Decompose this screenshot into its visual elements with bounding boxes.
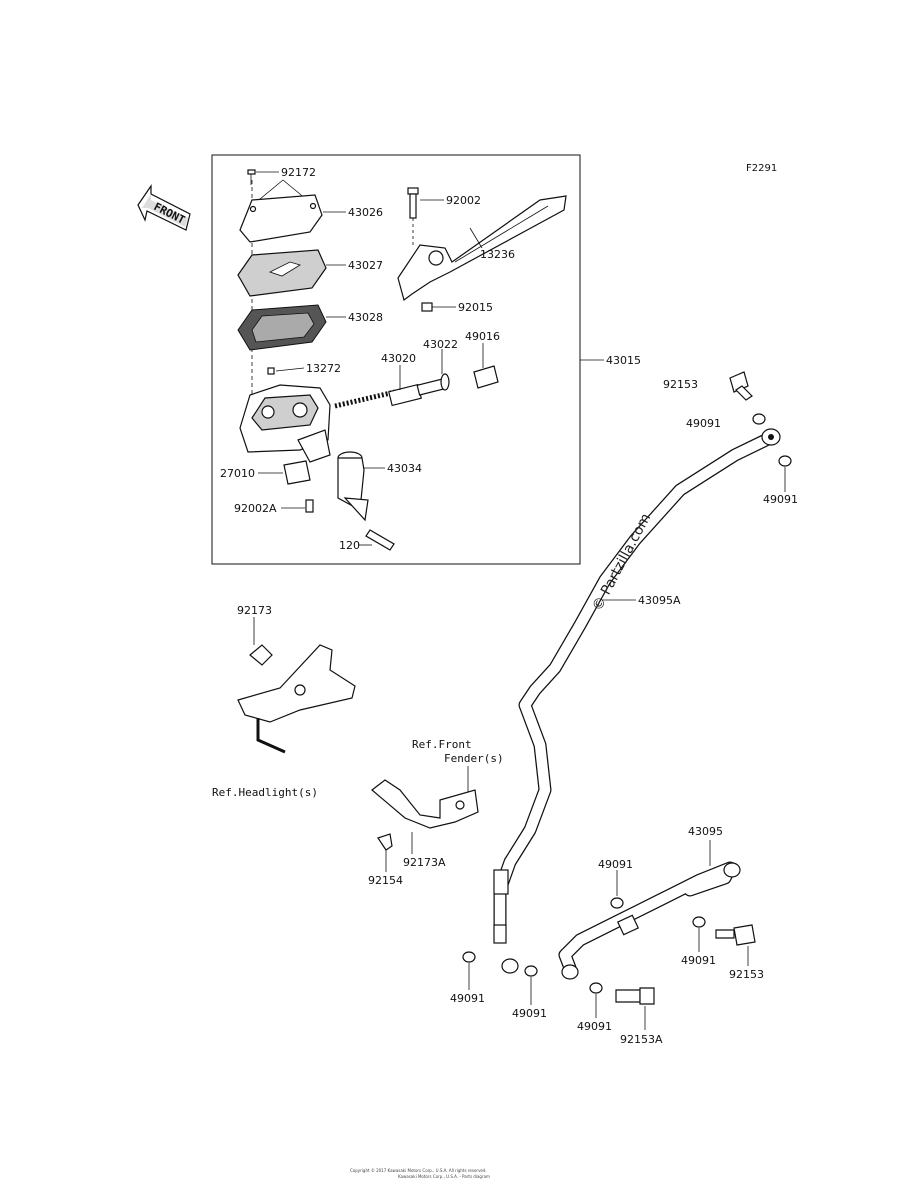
label-92153-b: 92153 [729,968,764,981]
label-49091-c: 49091 [598,858,633,871]
washer-49091-g [589,982,603,994]
washer-49091-b [778,455,792,467]
washer-49091-f [524,965,538,977]
reservoir-cap-43026 [239,194,323,243]
footer-line-2: Kawasaki Motors Corp., U.S.A. - Parts di… [398,1174,490,1179]
washer-49091-e [462,951,476,963]
label-49091-e: 49091 [450,992,485,1005]
diagram-code: F2291 [746,163,777,174]
master-cylinder-body [239,384,331,463]
label-43095: 43095 [688,825,723,838]
label-49091-g: 49091 [577,1020,612,1033]
banjo-bolt-92153A [615,987,655,1005]
label-13236: 13236 [480,248,515,261]
label-92173A: 92173A [403,856,446,869]
label-49091-b: 49091 [763,493,798,506]
label-43015: 43015 [606,354,641,367]
label-49091-f: 49091 [512,1007,547,1020]
label-92015: 92015 [458,301,493,314]
bolt-92002 [407,187,419,245]
fender-bracket [371,779,479,829]
washer-49091-c [610,897,624,909]
banjo-bolt-92153-b [715,924,756,946]
holder-43034 [337,451,369,522]
label-43028: 43028 [348,311,383,324]
ref-headlight: Ref.Headlight(s) [212,786,318,799]
label-43020: 43020 [381,352,416,365]
label-13272: 13272 [306,362,341,375]
screw-92172 [247,169,256,185]
label-92002A: 92002A [234,502,277,515]
label-92002: 92002 [446,194,481,207]
headlight-bracket [237,644,356,754]
label-92172: 92172 [281,166,316,179]
ref-front-2: Fender(s) [444,752,504,765]
label-43027: 43027 [348,259,383,272]
nut-92015 [421,302,433,312]
piston-43020 [334,378,446,409]
label-49091-a: 49091 [686,417,721,430]
label-43095A: 43095A [638,594,681,607]
label-120: 120 [339,539,360,552]
washer-49091-a [752,413,766,425]
label-43034: 43034 [387,462,422,475]
label-43022: 43022 [423,338,458,351]
brake-hose-43095A [493,428,781,944]
ref-front-1: Ref.Front [412,738,472,751]
banjo-bolt-92153-top [729,371,753,401]
label-27010: 27010 [220,467,255,480]
footer-line-1: Copyright © 2017 Kawasaki Motors Corp., … [350,1168,487,1173]
switch-27010 [283,460,311,485]
label-49091-d: 49091 [681,954,716,967]
label-92153-top: 92153 [663,378,698,391]
assembly-frame [211,154,581,565]
label-92153A: 92153A [620,1033,663,1046]
label-92173: 92173 [237,604,272,617]
front-arrow-icon: FRONT [137,184,191,231]
screw-92154 [377,833,393,851]
boot-49016 [473,365,499,389]
label-49016: 49016 [465,330,500,343]
washer-49091-d [692,916,706,928]
label-43026: 43026 [348,206,383,219]
label-92154: 92154 [368,874,403,887]
brake-hose-43095 [558,861,741,980]
